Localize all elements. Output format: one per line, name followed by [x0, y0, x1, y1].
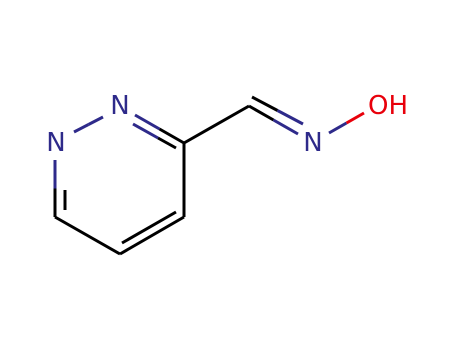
bond-n2-c3-outer-b: [158, 127, 185, 145]
atom-labels-layer: N N N OH: [46, 91, 408, 158]
bond-n2-c3-outer-a: [134, 113, 161, 131]
atom-label-n2: N: [110, 91, 129, 121]
bond-n1-n2-b: [87, 115, 104, 126]
bond-c3-c7: [183, 104, 250, 145]
bond-c4-c5-inner: [121, 210, 177, 245]
atom-label-oh: OH: [368, 91, 408, 121]
bond-c7-n8-b-b: [276, 109, 304, 126]
bond-n8-o9-a: [328, 121, 348, 135]
bond-n1-n2-a: [73, 123, 90, 134]
bond-n2-c3-inner-a: [132, 122, 159, 140]
bond-c7-n8-a-a: [248, 104, 275, 122]
bond-c5-c6: [54, 215, 121, 256]
atom-label-n8: N: [303, 128, 322, 158]
bond-c7-n8-a-b: [272, 118, 299, 136]
bond-c4-c5-outer: [119, 215, 185, 256]
bond-n2-c3-inner-b: [157, 136, 177, 150]
bonds-layer: [53, 95, 365, 256]
bond-c7-n8-b-a: [251, 95, 279, 112]
bond-n8-o9-b: [345, 111, 365, 125]
atom-label-n1: N: [46, 128, 65, 158]
